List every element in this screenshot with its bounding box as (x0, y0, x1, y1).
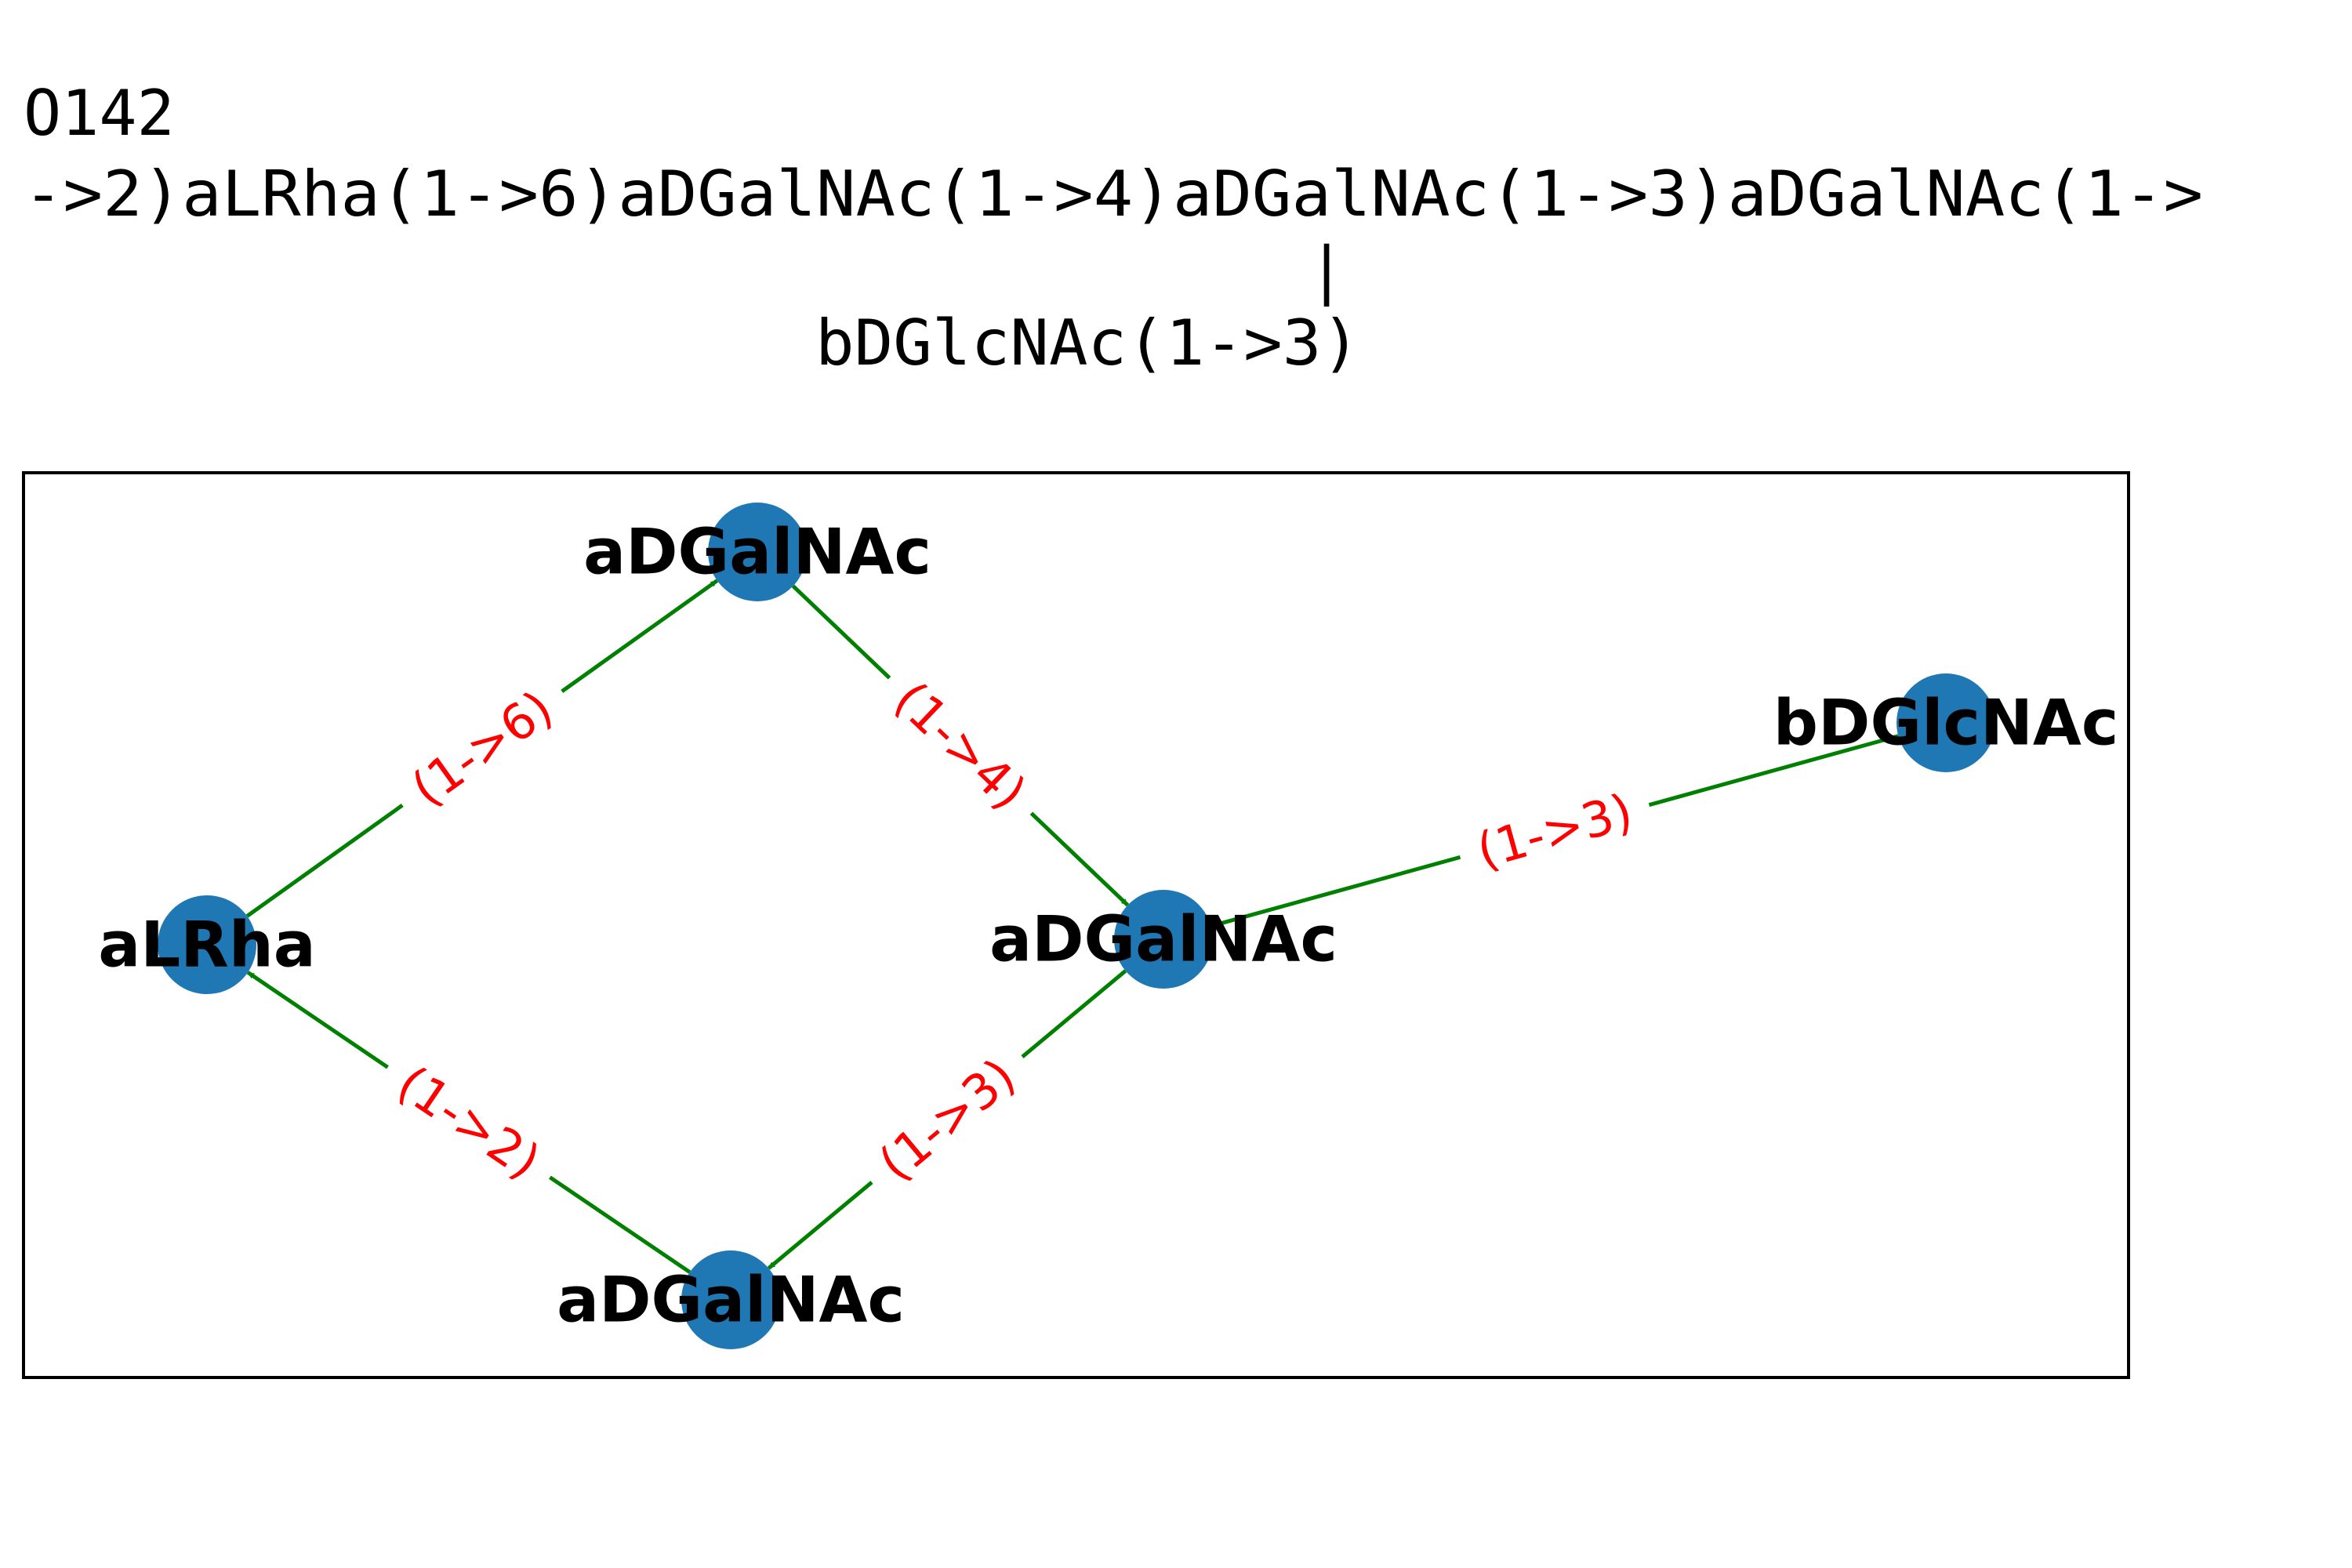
node-label-alrha: aLRha (98, 909, 316, 982)
node-circle-adgalnac (708, 503, 807, 601)
graph-frame (22, 471, 2130, 1379)
edge-label-group: (1->3) (1451, 773, 1658, 889)
node-label-adgalnac: aDGalNAc (583, 516, 931, 589)
header: O142 ->2)aLRha(1->6)aDGalNAc(1->4)aDGalN… (24, 77, 2203, 379)
edge-label-group: (1->6) (383, 664, 582, 833)
edge-label-group: (1->2) (368, 1040, 569, 1205)
edge-label: (1->4) (884, 670, 1037, 821)
node-circle-bdglcnac (1896, 673, 1995, 772)
edge-label: (1->3) (868, 1047, 1026, 1192)
node-label-adgalnac: aDGalNAc (557, 1264, 905, 1337)
node-circle-adgalnac (681, 1250, 780, 1349)
node-circle-adgalnac (1114, 890, 1213, 989)
node-label-bdglcnac: bDGlcNAc (1773, 687, 2118, 760)
edge-label-group: (1->3) (851, 1031, 1044, 1208)
branch-line: bDGlcNAc(1->3) (815, 307, 1360, 379)
node-label-adgalnac: aDGalNAc (989, 903, 1338, 976)
sequence-line: ->2)aLRha(1->6)aDGalNAc(1->4)aDGalNAc(1-… (24, 158, 2203, 230)
branch-bar: | (1308, 234, 1345, 307)
node-circle-alrha (158, 895, 256, 994)
edge-label-background (368, 1040, 569, 1205)
edge-label-background (383, 664, 582, 833)
edge-label-group: (1->4) (866, 654, 1054, 837)
edge-label-background (851, 1031, 1044, 1208)
edge-label-background (1451, 773, 1658, 889)
node-labels: aLRha aDGalNAc aDGalNAc aDGalNAc bDGlcNAc (98, 516, 2118, 1337)
structure-title: O142 (24, 77, 175, 150)
edge-label-background (866, 654, 1054, 837)
nodes (158, 503, 1995, 1349)
